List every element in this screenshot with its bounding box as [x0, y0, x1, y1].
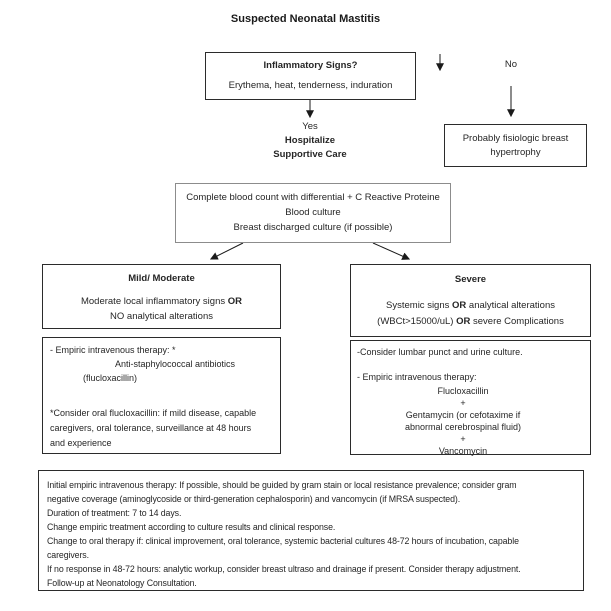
inflammatory-signs-box: Inflammatory Signs? Erythema, heat, tend… — [205, 52, 416, 100]
yes-branch-label: Yes — [302, 121, 318, 132]
workup-line-3: Breast discharged culture (if possible) — [233, 222, 393, 233]
severe-heading: Severe — [454, 274, 487, 285]
hypertrophy-line-2: hypertrophy — [490, 146, 541, 158]
hypertrophy-line-1: Probably fisiologic breast — [462, 132, 569, 144]
initial-workup-box: Complete blood count with differential +… — [175, 183, 451, 243]
hospitalize-action: Hospitalize Supportive Care — [230, 134, 390, 162]
mild-criteria-1-or: OR — [227, 296, 243, 307]
severe-criteria-1c: analytical alterations — [466, 300, 555, 311]
mild-therapy-line-3: (flucloxacillin) — [83, 373, 138, 383]
mild-therapy-note-line-1: *Consider oral flucloxacillin: if mild d… — [50, 408, 257, 418]
severe-criteria-1-or: OR — [452, 300, 467, 311]
severe-criteria-line-2: (WBCt>15000/uL) OR severe Complications — [351, 314, 590, 330]
note-line: caregivers. — [47, 550, 89, 560]
note-line: If no response in 48-72 hours: analytic … — [47, 564, 521, 574]
severe-drug-2-line-2: abnormal cerebrospinal fluid) — [404, 422, 522, 432]
severe-plus-1: + — [460, 398, 466, 408]
note-line: Follow-up at Neonatology Consultation. — [47, 578, 197, 588]
severe-therapy-line-2: - Empiric intravenous therapy: — [357, 372, 477, 382]
severe-criteria-box: Severe Systemic signs OR analytical alte… — [350, 264, 591, 337]
mild-therapy-line-2: Anti-staphylococcal antibiotics — [115, 359, 236, 369]
severe-criteria-2c: severe Complications — [470, 316, 564, 327]
severe-therapy-box: -Consider lumbar punct and urine culture… — [350, 340, 591, 457]
workup-line-1: Complete blood count with differential +… — [186, 192, 440, 203]
severe-criteria-1a: Systemic signs — [386, 300, 453, 311]
hospitalize-line-1: Hospitalize — [284, 135, 336, 146]
note-line: Change to oral therapy if: clinical impr… — [47, 536, 519, 546]
hospitalize-line-2: Supportive Care — [273, 149, 347, 160]
mild-moderate-criteria-box: Mild/ Moderate Moderate local inflammato… — [42, 264, 281, 329]
note-line: negative coverage (aminoglycoside or thi… — [47, 494, 461, 504]
general-notes-box: Initial empiric intravenous therapy: If … — [38, 470, 584, 591]
note-line: Duration of treatment: 7 to 14 days. — [47, 508, 182, 518]
mild-criteria-line-2: NO analytical alterations — [110, 311, 213, 322]
severe-drug-1: Flucloxacillin — [437, 386, 489, 396]
workup-to-mild-arrow — [209, 242, 244, 260]
page-title: Suspected Neonatal Mastitis — [230, 13, 381, 25]
workup-line-2: Blood culture — [285, 207, 341, 218]
physiologic-hypertrophy-box: Probably fisiologic breast hypertrophy — [444, 124, 587, 167]
severe-criteria-2a: (WBCt>15000/uL) — [377, 316, 457, 327]
note-line: Initial empiric intravenous therapy: If … — [47, 480, 517, 490]
mild-moderate-heading: Mild/ Moderate — [128, 273, 195, 284]
inflammatory-signs-list: Erythema, heat, tenderness, induration — [228, 80, 393, 91]
mild-therapy-note-line-3: and experience — [50, 438, 112, 448]
workup-to-severe-arrow — [372, 242, 411, 260]
severe-criteria-line-1: Systemic signs OR analytical alterations — [351, 298, 590, 314]
severe-drug-2-line-1: Gentamycin (or cefotaxime if — [405, 410, 521, 420]
severe-therapy-line-1: -Consider lumbar punct and urine culture… — [357, 347, 523, 357]
inflammatory-signs-question: Inflammatory Signs? — [263, 60, 358, 71]
mild-therapy-line-1: - Empiric intravenous therapy: * — [50, 345, 176, 355]
no-branch-label: No — [504, 59, 518, 70]
mild-criteria-1-text: Moderate local inflammatory signs — [80, 296, 228, 307]
severe-criteria-2-or: OR — [456, 316, 471, 327]
mild-criteria-line-1: Moderate local inflammatory signs OR — [43, 294, 280, 309]
mild-therapy-note: *Consider oral flucloxacillin: if mild d… — [50, 406, 273, 451]
mild-therapy-box: - Empiric intravenous therapy: * Anti-st… — [42, 337, 281, 454]
mild-therapy-note-line-2: caregivers, oral tolerance, surveillance… — [50, 423, 252, 433]
severe-plus-2: + — [460, 434, 466, 444]
severe-drug-3: Vancomycin — [438, 446, 488, 456]
note-line: Change empiric treatment according to cu… — [47, 522, 336, 532]
severe-therapy-drug-list: Flucloxacillin + Gentamycin (or cefotaxi… — [357, 385, 569, 457]
